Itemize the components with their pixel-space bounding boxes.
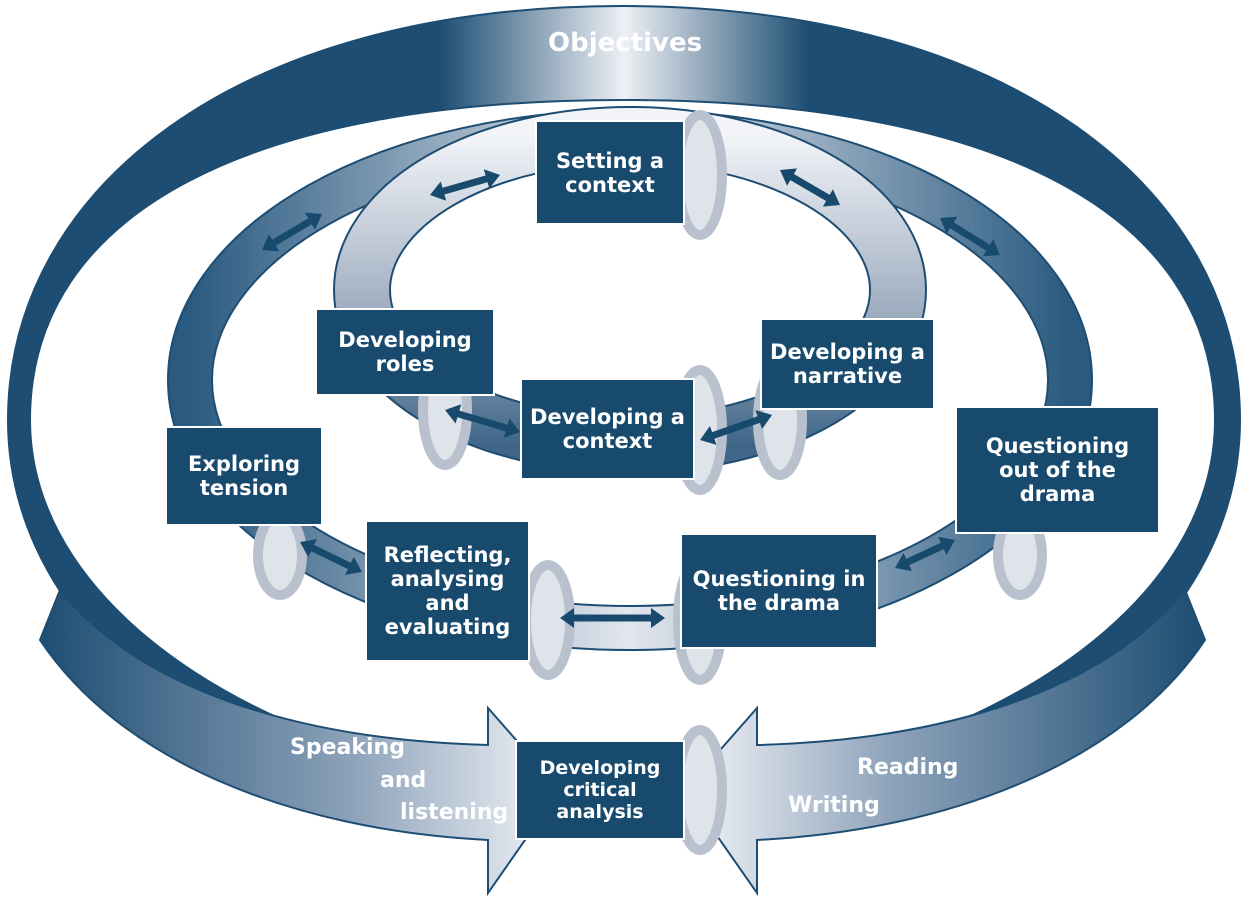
- double-headed-arrow-icon: [300, 539, 362, 575]
- box-developing-critical-analysis-label: Developing critical analysis: [539, 757, 661, 823]
- box-developing-roles-label: Developing roles: [338, 328, 472, 376]
- double-headed-arrow-icon: [262, 212, 322, 252]
- double-headed-arrow-icon: [780, 168, 840, 207]
- box-setting-a-context-label: Setting a context: [555, 148, 665, 197]
- bottom-arrows: [38, 588, 1207, 897]
- label-listening: listening: [400, 800, 509, 825]
- box-developing-a-narrative-label: Developing a narrative: [770, 340, 925, 388]
- label-speaking: Speaking: [290, 735, 405, 760]
- objectives-title: Objectives: [548, 28, 703, 58]
- label-writing: Writing: [788, 793, 880, 818]
- box-reflecting-analysing-evaluating-label: Reflecting, analysing and evaluating: [383, 543, 512, 639]
- box-developing-a-context-label: Developing a context: [530, 405, 685, 453]
- box-exploring-tension: Exploring tension: [165, 426, 323, 526]
- label-reading: Reading: [857, 755, 959, 780]
- box-developing-critical-analysis: Developing critical analysis: [515, 740, 685, 840]
- box-developing-a-context: Developing a context: [520, 378, 695, 480]
- double-headed-arrow-icon: [895, 536, 955, 572]
- box-developing-a-narrative: Developing a narrative: [760, 318, 935, 410]
- double-headed-arrow-icon: [560, 608, 665, 628]
- label-and: and: [380, 768, 427, 793]
- box-questioning-out-of-the-drama-label: Questioning out of the drama: [985, 434, 1130, 506]
- double-arrows: [262, 168, 1000, 628]
- double-headed-arrow-icon: [940, 216, 1000, 257]
- double-headed-arrow-icon: [430, 169, 500, 201]
- box-questioning-out-of-the-drama: Questioning out of the drama: [955, 406, 1160, 534]
- box-questioning-in-the-drama-label: Questioning in the drama: [692, 567, 866, 615]
- box-developing-roles: Developing roles: [315, 308, 495, 396]
- outer-band: [6, 4, 1242, 792]
- box-reflecting-analysing-evaluating: Reflecting, analysing and evaluating: [365, 520, 530, 662]
- double-headed-arrow-icon: [445, 404, 520, 438]
- double-headed-arrow-icon: [700, 410, 772, 445]
- box-exploring-tension-label: Exploring tension: [187, 452, 301, 500]
- box-questioning-in-the-drama: Questioning in the drama: [680, 533, 878, 649]
- box-setting-a-context: Setting a context: [535, 120, 685, 225]
